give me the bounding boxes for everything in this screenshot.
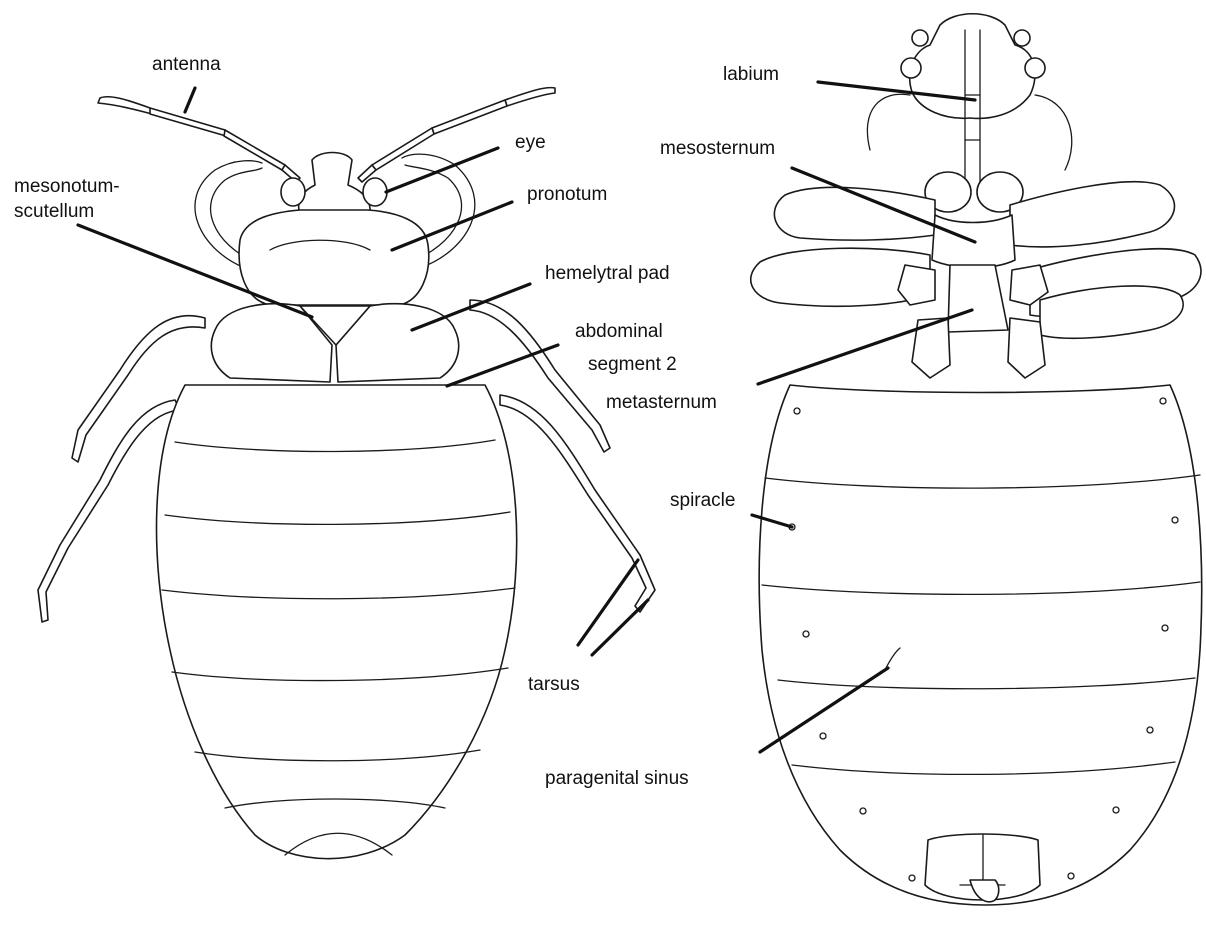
label-abdominal-line1: abdominal <box>575 321 663 342</box>
label-eye: eye <box>515 132 546 153</box>
label-antenna: antenna <box>152 54 221 75</box>
leader-eye <box>386 148 498 192</box>
label-mesonotum-line2: scutellum <box>14 201 94 222</box>
ventral-view <box>751 14 1202 905</box>
pronotum-shape <box>239 210 429 305</box>
ventral-leg-2 <box>1010 182 1174 247</box>
abdomen <box>156 385 516 859</box>
leader-tarsus-1 <box>578 560 638 645</box>
right-hindleg <box>500 395 655 612</box>
leader-antenna <box>185 88 195 112</box>
leader-tarsus-2 <box>592 600 648 655</box>
label-mesonotum-line1: mesonotum- <box>14 176 120 197</box>
ventral-head <box>910 14 1035 119</box>
label-paragenital-sinus: paragenital sinus <box>545 768 689 789</box>
head <box>299 153 371 216</box>
eye-right <box>363 178 387 206</box>
label-abdominal-line2: segment 2 <box>588 354 677 375</box>
metasternum-plate <box>948 265 1008 332</box>
spiracle-dot <box>794 408 800 414</box>
label-mesosternum: mesosternum <box>660 138 775 159</box>
left-antenna <box>98 97 300 182</box>
label-hemelytral-pad: hemelytral pad <box>545 263 670 284</box>
label-labium: labium <box>723 64 779 85</box>
ventral-leg-1 <box>774 187 935 240</box>
label-metasternum: metasternum <box>606 392 717 413</box>
label-spiracle: spiracle <box>670 490 735 511</box>
ventral-abdomen <box>759 385 1201 905</box>
label-tarsus: tarsus <box>528 674 580 695</box>
eye-left <box>281 178 305 206</box>
label-pronotum: pronotum <box>527 184 607 205</box>
